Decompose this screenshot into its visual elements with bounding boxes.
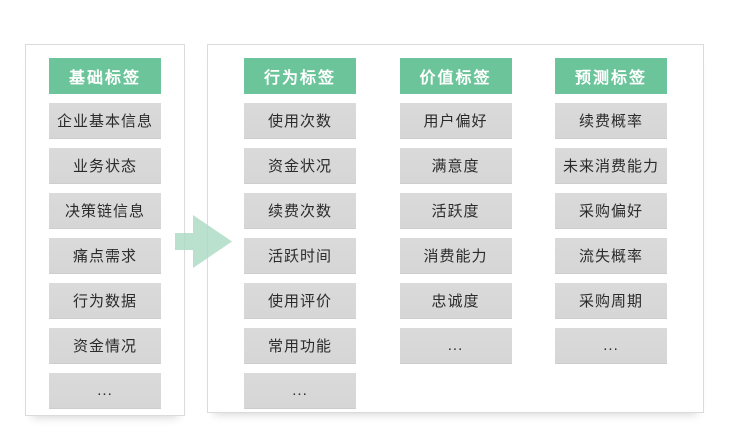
tag-item-funding-status: 资金状况 <box>244 148 356 184</box>
tag-item-renewal-probability: 续费概率 <box>555 103 667 139</box>
basic-tags-header: 基础标签 <box>49 58 161 94</box>
behavior-tags-header: 行为标签 <box>244 58 356 94</box>
prediction-tags-header: 预测标签 <box>555 58 667 94</box>
tag-item-ellipsis: ... <box>49 373 161 409</box>
tag-item-pain-points: 痛点需求 <box>49 238 161 274</box>
tag-item-decision-chain: 决策链信息 <box>49 193 161 229</box>
tag-item-active-time: 活跃时间 <box>244 238 356 274</box>
tag-item-ellipsis: ... <box>555 328 667 364</box>
tag-item-satisfaction: 满意度 <box>399 148 512 184</box>
tag-item-behavior-data: 行为数据 <box>49 283 161 319</box>
tag-item-renewal-count: 续费次数 <box>244 193 356 229</box>
tag-item-ellipsis: ... <box>399 328 512 364</box>
flow-right-arrow-icon <box>175 215 232 268</box>
tag-item-funding-situation: 资金情况 <box>49 328 161 364</box>
tag-item-usage-count: 使用次数 <box>244 103 356 139</box>
tag-item-common-functions: 常用功能 <box>244 328 356 364</box>
tag-item-purchase-cycle: 采购周期 <box>555 283 667 319</box>
tag-item-spending-power: 消费能力 <box>399 238 512 274</box>
tag-item-ellipsis: ... <box>244 373 356 409</box>
tag-item-churn-probability: 流失概率 <box>555 238 667 274</box>
tag-item-purchase-preference: 采购偏好 <box>555 193 667 229</box>
tag-item-business-status: 业务状态 <box>49 148 161 184</box>
tag-item-future-spending-power: 未来消费能力 <box>555 148 667 184</box>
basic-tags-panel: 基础标签 企业基本信息 业务状态 决策链信息 痛点需求 行为数据 资金情况 ..… <box>25 44 185 416</box>
tag-item-company-info: 企业基本信息 <box>49 103 161 139</box>
tag-item-user-preference: 用户偏好 <box>399 103 512 139</box>
tag-item-loyalty: 忠诚度 <box>399 283 512 319</box>
derived-tags-panel: 行为标签 使用次数 资金状况 续费次数 活跃时间 使用评价 常用功能 ... 价… <box>207 44 704 413</box>
behavior-tags-column: 行为标签 使用次数 资金状况 续费次数 活跃时间 使用评价 常用功能 ... <box>244 58 356 412</box>
tag-item-usage-review: 使用评价 <box>244 283 356 319</box>
prediction-tags-column: 预测标签 续费概率 未来消费能力 采购偏好 流失概率 采购周期 ... <box>555 58 667 412</box>
tag-item-activity-level: 活跃度 <box>399 193 512 229</box>
value-tags-column: 价值标签 用户偏好 满意度 活跃度 消费能力 忠诚度 ... <box>399 58 512 412</box>
value-tags-header: 价值标签 <box>399 58 512 94</box>
